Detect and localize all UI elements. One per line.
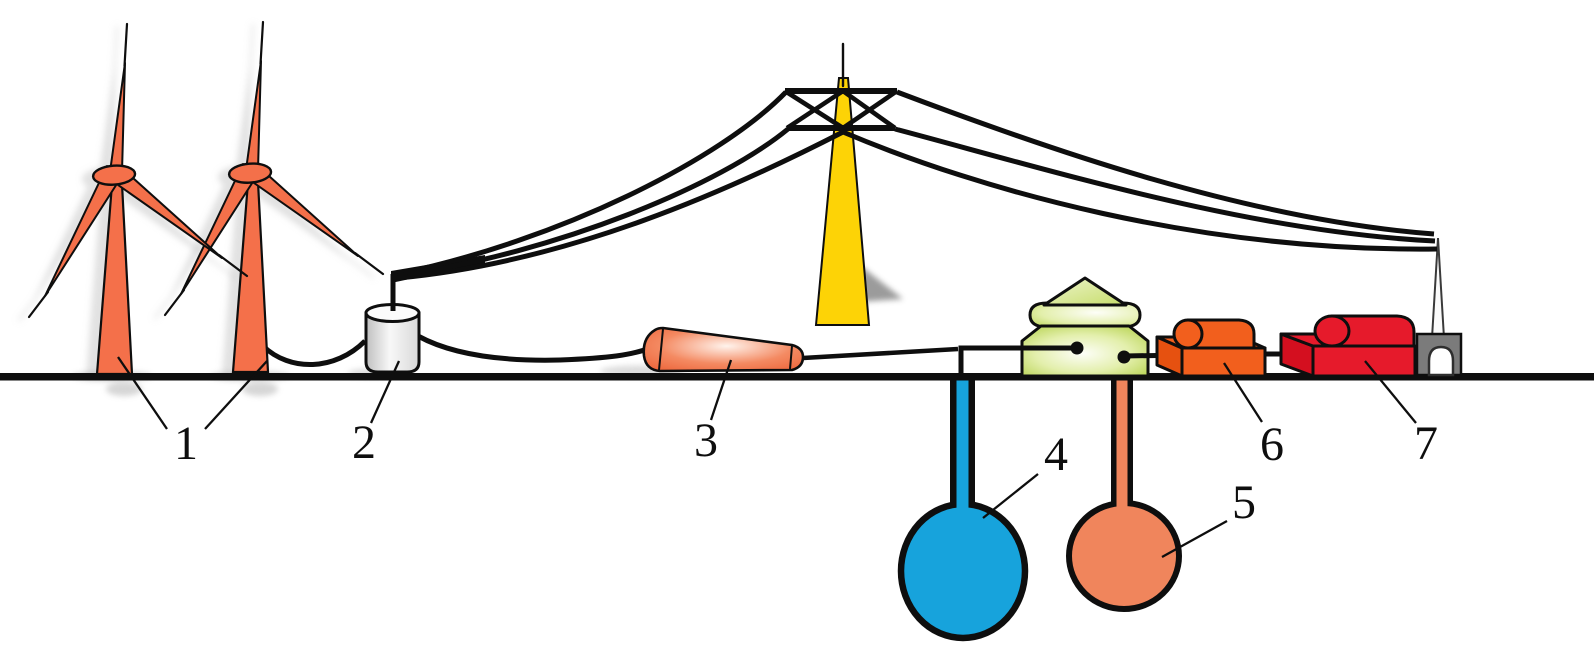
cable-turbine-to-cylinder	[261, 339, 367, 367]
pipe-tank-to-riser	[802, 346, 959, 361]
sphere4-body	[897, 500, 1029, 642]
machine6-front-face	[1180, 346, 1267, 378]
power-wire	[397, 129, 1438, 281]
machine7-cylinder	[1330, 314, 1416, 348]
right-spire	[1430, 237, 1446, 339]
sphere5-neck-channel	[1116, 380, 1128, 513]
power-wire	[397, 90, 788, 277]
plant-cone	[1042, 276, 1128, 307]
machine6-cylinder-cap	[1172, 318, 1204, 350]
tank-seam	[789, 345, 793, 370]
leader-5	[1161, 519, 1228, 559]
underground-sphere-4	[897, 375, 1029, 642]
cylinder-unit	[364, 274, 421, 374]
plant-dome-band	[1028, 301, 1142, 329]
label-1: 1	[174, 417, 198, 470]
transmission-pylon	[814, 42, 871, 326]
label-3: 3	[694, 414, 718, 467]
pylon-brace	[841, 89, 897, 130]
leader-4	[982, 473, 1039, 519]
machine7-cylinder-cap	[1313, 314, 1351, 348]
leader-3	[709, 359, 733, 421]
power-wire	[896, 89, 1435, 237]
pylon-mast	[814, 77, 871, 326]
sphere4-neck-channel	[956, 380, 969, 517]
cable-cylinder-to-tank	[416, 333, 651, 363]
ground-line	[0, 373, 1594, 381]
machine-6	[1155, 318, 1267, 378]
arch-opening	[1427, 345, 1455, 377]
leader-1b	[204, 360, 268, 430]
label-5: 5	[1232, 476, 1256, 529]
leader-6	[1223, 362, 1263, 423]
tank-body	[642, 326, 805, 373]
label-2: 2	[352, 416, 376, 469]
cylinder-body	[364, 311, 421, 374]
machine6-cylinder	[1186, 318, 1256, 350]
machine7-front-face	[1311, 344, 1417, 378]
power-wire	[894, 126, 1436, 244]
labels: 1 2 3 4 5 6 7	[174, 414, 1438, 529]
leader-7	[1364, 360, 1417, 424]
wind-turbine-1	[27, 22, 249, 376]
power-lines	[391, 88, 1438, 283]
left-port-dot	[1070, 341, 1084, 355]
label-6: 6	[1260, 418, 1284, 471]
underground-sphere-5	[1066, 375, 1182, 612]
power-wire	[397, 127, 790, 279]
shadows	[17, 23, 903, 396]
leader-2	[369, 360, 401, 424]
leader-lines	[117, 356, 1417, 559]
label-4: 4	[1044, 428, 1068, 481]
plant-building	[1020, 276, 1150, 378]
plant-base	[1020, 324, 1150, 378]
machine-7	[1279, 314, 1417, 378]
leader-1a	[117, 356, 168, 430]
surface-tank	[642, 326, 805, 373]
pylon-brace	[785, 89, 845, 130]
label-7: 7	[1414, 417, 1438, 470]
arch-building	[1415, 332, 1463, 377]
wind-turbine-2	[163, 20, 385, 374]
pylon-shadow	[858, 266, 903, 302]
tank-seam	[658, 328, 664, 371]
